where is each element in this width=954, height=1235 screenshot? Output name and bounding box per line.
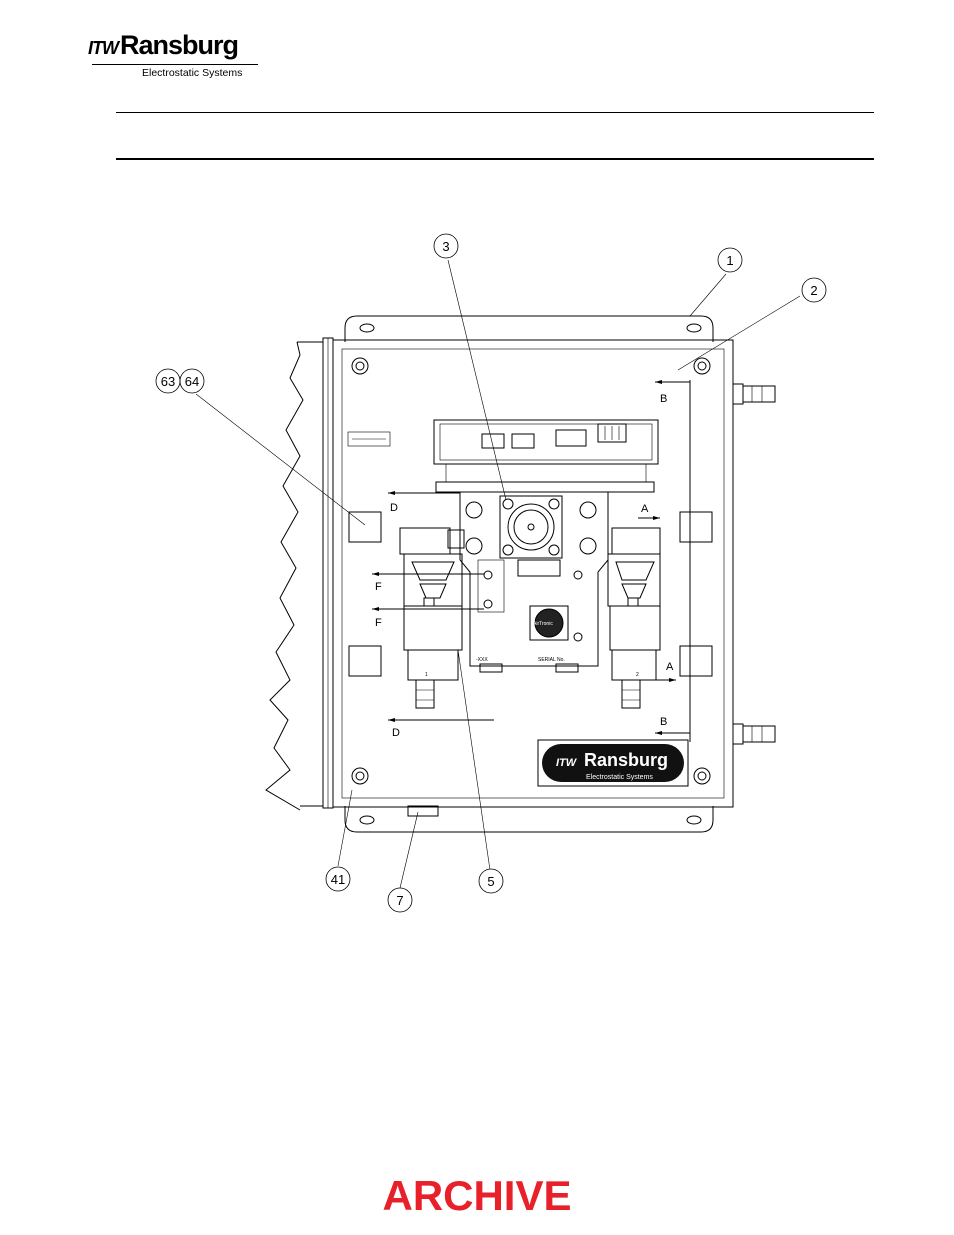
corner-screws <box>351 357 711 785</box>
nameplate-brand: Ransburg <box>584 750 668 770</box>
badge-text: AirTronic <box>533 621 553 627</box>
svg-text:3: 3 <box>442 239 449 254</box>
callout-1: 1 <box>717 247 743 273</box>
nameplate-itw: ITW <box>556 757 578 769</box>
section-a-top: A <box>641 503 649 515</box>
section-f-bottom: F <box>375 617 382 629</box>
mount-hole-tl <box>359 323 375 333</box>
enclosure-flange-bottom <box>344 806 714 833</box>
svg-text:41: 41 <box>331 872 345 887</box>
back-plate <box>341 348 725 799</box>
port-2-label: 2 <box>636 672 639 678</box>
enclosure-body <box>332 339 734 808</box>
itw-ransburg-logo: ITWRansburg Electrostatic Systems <box>88 30 258 80</box>
callout-64: 64 <box>179 368 205 394</box>
callout-2: 2 <box>801 277 827 303</box>
leader-lines <box>195 259 801 889</box>
section-d-top: D <box>390 502 398 514</box>
right-fitting-bottom <box>732 723 776 745</box>
logo-brand-name: Ransburg <box>120 30 239 60</box>
section-line-f <box>372 572 484 611</box>
break-line <box>265 341 304 811</box>
section-d-bottom: D <box>392 727 400 739</box>
callout-3: 3 <box>433 233 459 259</box>
enclosure-flange-top <box>344 315 714 342</box>
control-module <box>433 419 659 493</box>
nameplate: ITW Ransburg Electrostatic Systems <box>537 739 689 787</box>
mount-hole-br <box>686 815 702 825</box>
callout-5: 5 <box>478 868 504 894</box>
callout-7: 7 <box>387 887 413 913</box>
regulator-block <box>459 491 609 673</box>
serial-label: SERIAL No. <box>538 657 565 663</box>
header-rule-bottom <box>116 158 874 160</box>
section-b-top: B <box>660 393 667 405</box>
port-1-label: 1 <box>425 672 428 678</box>
serial-prefix: -XXX <box>476 657 488 663</box>
mount-pad-ul <box>348 511 382 543</box>
svg-text:63: 63 <box>161 374 175 389</box>
airtronic-badge <box>529 605 569 641</box>
section-line-a <box>638 516 676 682</box>
header-rule-top <box>116 112 874 113</box>
callout-63: 63 <box>155 368 181 394</box>
section-line-d <box>388 491 494 722</box>
section-a-bottom: A <box>666 661 674 673</box>
callout-41: 41 <box>325 866 351 892</box>
nameplate-tagline: Electrostatic Systems <box>586 774 653 781</box>
mount-pad-ur <box>679 511 713 543</box>
archive-watermark: ARCHIVE <box>382 1172 572 1219</box>
svg-text:7: 7 <box>396 893 403 908</box>
svg-text:5: 5 <box>487 874 494 889</box>
mount-hole-tr <box>686 323 702 333</box>
mount-pad-lr <box>679 645 713 677</box>
section-f-top: F <box>375 581 382 593</box>
svg-text:2: 2 <box>810 283 817 298</box>
logo-itw-mark: ITW <box>88 38 119 58</box>
left-regulator <box>399 527 465 709</box>
logo-underline <box>92 64 258 65</box>
svg-text:64: 64 <box>185 374 199 389</box>
mount-pad-ll <box>348 645 382 677</box>
right-fitting-top <box>732 383 776 405</box>
section-line-b <box>655 380 691 742</box>
mount-hole-bl <box>359 815 375 825</box>
warning-label <box>347 431 391 447</box>
right-regulator <box>607 527 661 709</box>
bottom-fitting <box>407 805 439 817</box>
section-b-bottom: B <box>660 716 667 728</box>
logo-tagline: Electrostatic Systems <box>142 67 243 79</box>
svg-text:1: 1 <box>726 253 733 268</box>
